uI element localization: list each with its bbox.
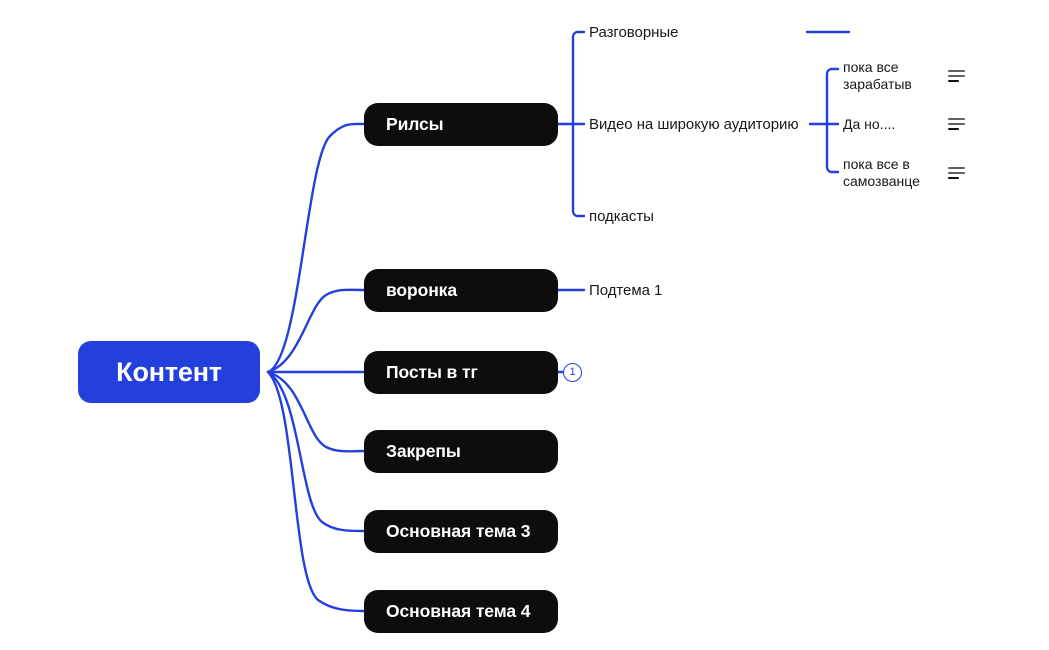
badge-count: 1 xyxy=(569,366,576,378)
note-icon[interactable] xyxy=(948,117,965,131)
main-topic-reels[interactable]: Рилсы xyxy=(364,103,558,146)
edge-root-reels xyxy=(266,122,366,374)
main-topic-funnel[interactable]: воронка xyxy=(364,269,558,312)
leaf-item-1[interactable]: пока все зарабатыв xyxy=(843,58,943,94)
subtopic-label: Видео на широкую аудиторию xyxy=(589,115,799,133)
subtopic-conversational[interactable]: Разговорные xyxy=(589,22,678,42)
main-topic-posts[interactable]: Посты в тг xyxy=(364,351,558,394)
subtopic-label: подкасты xyxy=(589,207,654,225)
main-topic-4[interactable]: Основная тема 4 xyxy=(364,590,558,633)
main-topic-3[interactable]: Основная тема 3 xyxy=(364,510,558,553)
main-topic-label: воронка xyxy=(386,280,457,300)
main-topic-label: Посты в тг xyxy=(386,362,478,382)
edge-root-topic3 xyxy=(266,370,366,533)
main-topic-pins[interactable]: Закрепы xyxy=(364,430,558,473)
leaf-line-2: самозванце xyxy=(843,173,920,189)
collapsed-children-badge[interactable]: 1 xyxy=(563,363,582,382)
main-topic-label: Рилсы xyxy=(386,114,444,134)
main-topic-label: Закрепы xyxy=(386,441,461,461)
edge-audience-bracket xyxy=(825,67,840,174)
edge-reels-bracket xyxy=(571,30,586,218)
subtopic-podtema-1[interactable]: Подтема 1 xyxy=(589,280,662,300)
root-node-label: Контент xyxy=(116,356,222,387)
leaf-line-1: пока все в xyxy=(843,156,910,172)
main-topic-label: Основная тема 3 xyxy=(386,521,531,541)
leaf-item-2[interactable]: Да но.... xyxy=(843,115,943,133)
edge-root-pins xyxy=(266,370,366,453)
subtopic-label: Разговорные xyxy=(589,23,679,41)
main-topic-label: Основная тема 4 xyxy=(386,601,531,621)
root-node-content[interactable]: Контент xyxy=(78,341,260,403)
subtopic-label: Подтема 1 xyxy=(589,281,663,299)
leaf-line-1: пока все xyxy=(843,59,899,75)
note-icon[interactable] xyxy=(948,69,965,83)
leaf-item-text: Да но.... xyxy=(843,116,895,133)
leaf-line-2: зарабатыв xyxy=(843,76,912,92)
leaf-item-text: пока все зарабатыв xyxy=(843,59,912,93)
subtopic-podcasts[interactable]: подкасты xyxy=(589,206,654,226)
subtopic-wide-audience[interactable]: Видео на широкую аудиторию xyxy=(589,114,799,134)
edge-root-topic4 xyxy=(266,370,366,613)
note-icon[interactable] xyxy=(948,166,965,180)
leaf-item-text: пока все в самозванце xyxy=(843,156,920,190)
leaf-item-3[interactable]: пока все в самозванце xyxy=(843,155,948,191)
edge-root-funnel xyxy=(266,288,366,374)
leaf-line-1: Да но.... xyxy=(843,115,896,132)
